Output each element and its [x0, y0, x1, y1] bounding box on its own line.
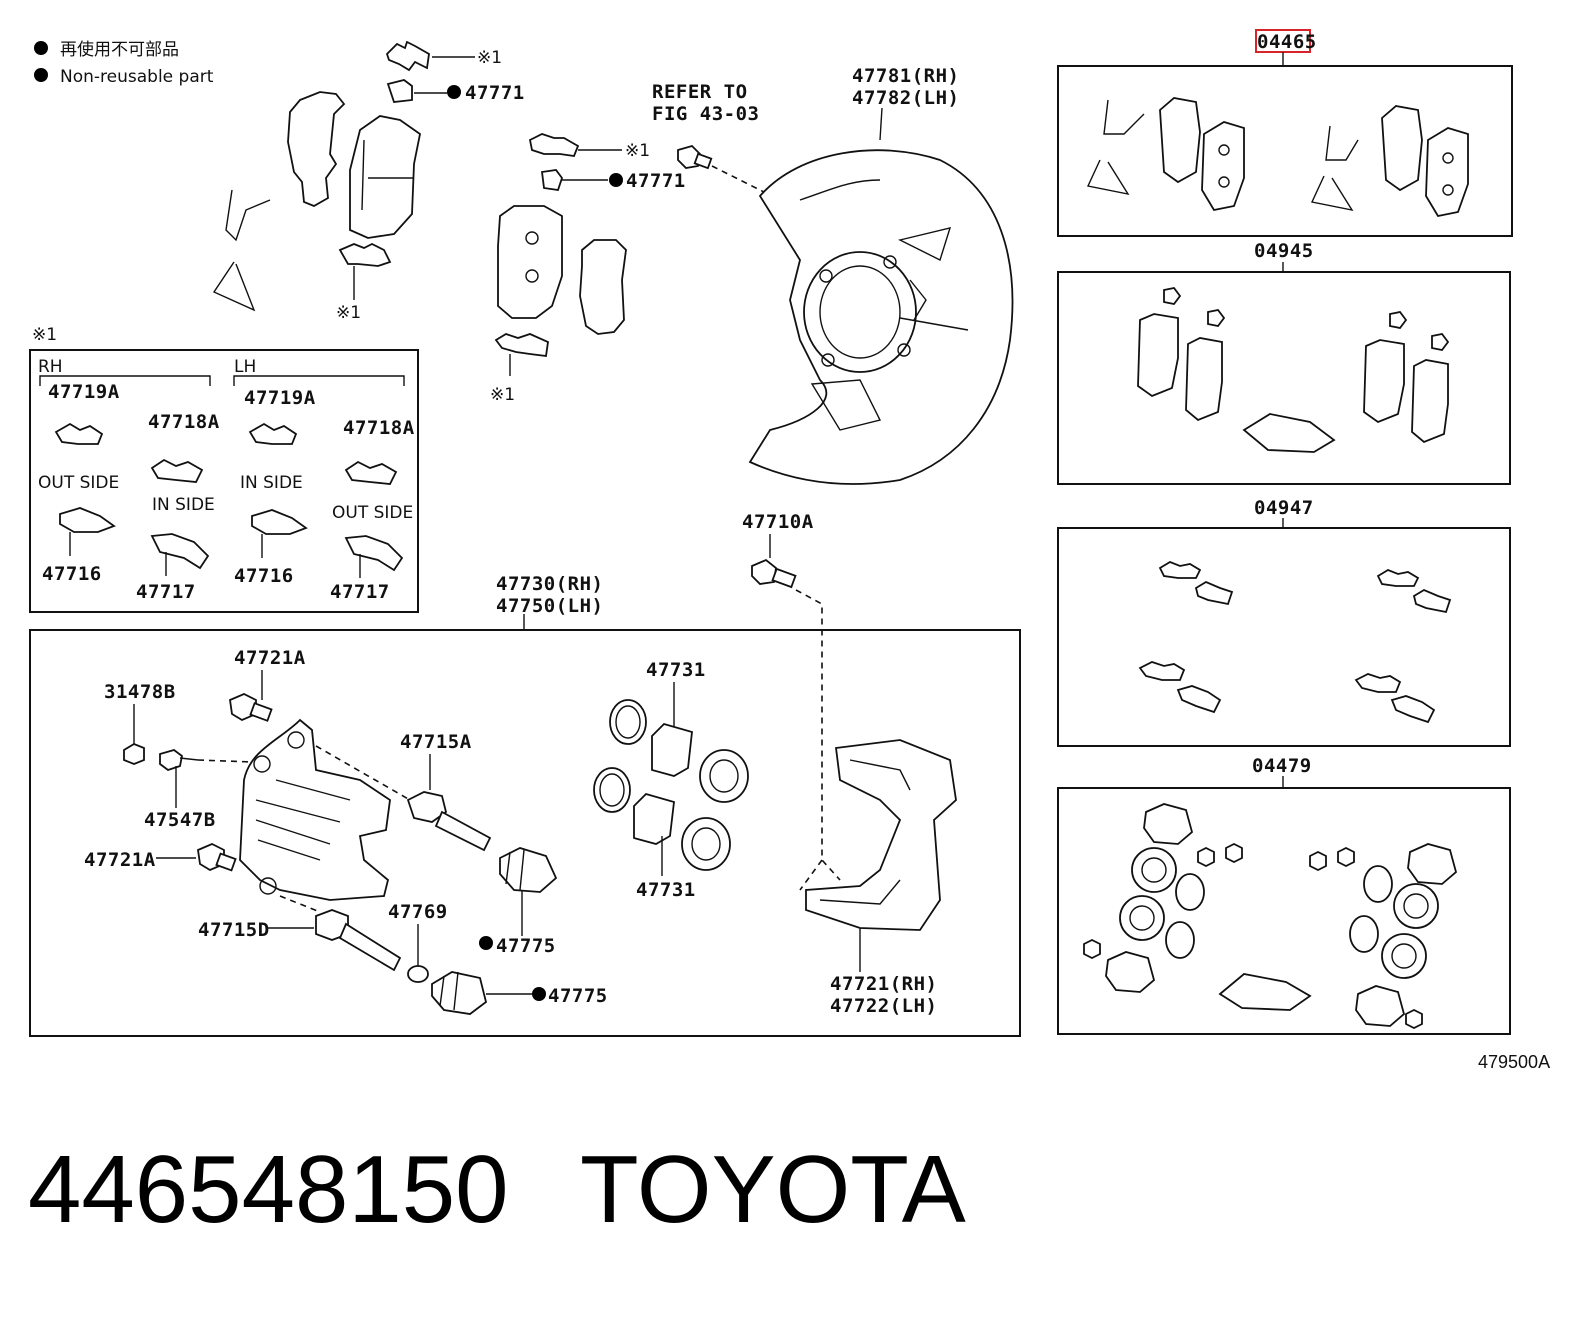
mark-note-4: ※1 — [490, 385, 515, 405]
mark-note-2: ※1 — [336, 303, 361, 323]
kit-04479[interactable]: 04479 — [1057, 755, 1511, 1035]
in-side-lh: IN SIDE — [240, 473, 303, 493]
refer-line-1: REFER TO — [652, 81, 748, 103]
caliper-assembly: 47730(RH) 47750(LH) 47721A 31478B 47547B… — [29, 573, 1021, 1037]
label-47716-lh: 47716 — [234, 565, 294, 587]
mark-note-3: ※1 — [625, 141, 650, 161]
in-side-rh: IN SIDE — [152, 495, 215, 515]
rh-label: RH — [38, 357, 63, 377]
label-47771-center: 47771 — [626, 170, 686, 192]
label-47750: 47750(LH) — [496, 595, 603, 617]
label-47781: 47781(RH) — [852, 65, 959, 87]
label-47716-rh: 47716 — [42, 563, 102, 585]
label-47775-a: 47775 — [496, 935, 556, 957]
label-47718A-rh: 47718A — [148, 411, 220, 433]
label-47769: 47769 — [388, 901, 448, 923]
refer-line-2: FIG 43-03 — [652, 103, 759, 125]
mark-note-box: ※1 — [32, 325, 57, 345]
top-left-pads: ※1 — [212, 91, 421, 323]
footer-part-number: 446548150 — [28, 1136, 509, 1243]
clip-subassembly: ※1 RH LH 47719A 47718A 47719A 47718A OUT… — [29, 325, 419, 613]
label-47710A: 47710A — [742, 511, 814, 533]
label-47731-top: 47731 — [646, 659, 706, 681]
bolt-47710A: 47710A — [742, 511, 841, 881]
kit-04945-code: 04945 — [1254, 240, 1314, 262]
label-47721A-left: 47721A — [84, 849, 156, 871]
label-47775-b: 47775 — [548, 985, 608, 1007]
label-47718A-lh: 47718A — [343, 417, 415, 439]
legend: 再使用不可部品 Non-reusable part — [34, 39, 214, 87]
label-47715D: 47715D — [198, 919, 270, 941]
kit-04945[interactable]: 04945 — [1057, 240, 1511, 485]
kit-04947[interactable]: 04947 — [1057, 497, 1511, 747]
label-47721A-top: 47721A — [234, 647, 306, 669]
dust-cover: 47781(RH) 47782(LH) — [748, 65, 1014, 485]
label-47715A: 47715A — [400, 731, 472, 753]
mark-note-1: ※1 — [477, 48, 502, 68]
label-47719A-lh: 47719A — [244, 387, 316, 409]
label-47721: 47721(RH) — [830, 973, 937, 995]
kit-04465[interactable]: 04465 — [1057, 29, 1513, 237]
kit-04947-code: 04947 — [1254, 497, 1314, 519]
kit-04479-code: 04479 — [1252, 755, 1312, 777]
label-47547B: 47547B — [144, 809, 216, 831]
top-clips-group: ※1 47771 — [385, 40, 525, 104]
label-47719A-rh: 47719A — [48, 381, 120, 403]
label-47771-top: 47771 — [465, 82, 525, 104]
refer-note: REFER TO FIG 43-03 — [652, 81, 759, 125]
kit-04465-code: 04465 — [1257, 31, 1317, 53]
label-47731-bottom: 47731 — [636, 879, 696, 901]
label-47717-rh: 47717 — [136, 581, 196, 603]
out-side-rh: OUT SIDE — [38, 473, 119, 493]
figure-code: 479500A — [1478, 1052, 1550, 1072]
label-47730: 47730(RH) — [496, 573, 603, 595]
label-47782: 47782(LH) — [852, 87, 959, 109]
footer-brand: TOYOTA — [580, 1136, 966, 1243]
label-47722: 47722(LH) — [830, 995, 937, 1017]
lh-label: LH — [234, 357, 256, 377]
out-side-lh: OUT SIDE — [332, 503, 413, 523]
center-pads: ※1 47771 ※1 — [490, 133, 801, 405]
legend-jp: 再使用不可部品 — [60, 39, 179, 60]
legend-en: Non-reusable part — [60, 67, 214, 87]
label-47717-lh: 47717 — [330, 581, 390, 603]
label-31478B: 31478B — [104, 681, 176, 703]
